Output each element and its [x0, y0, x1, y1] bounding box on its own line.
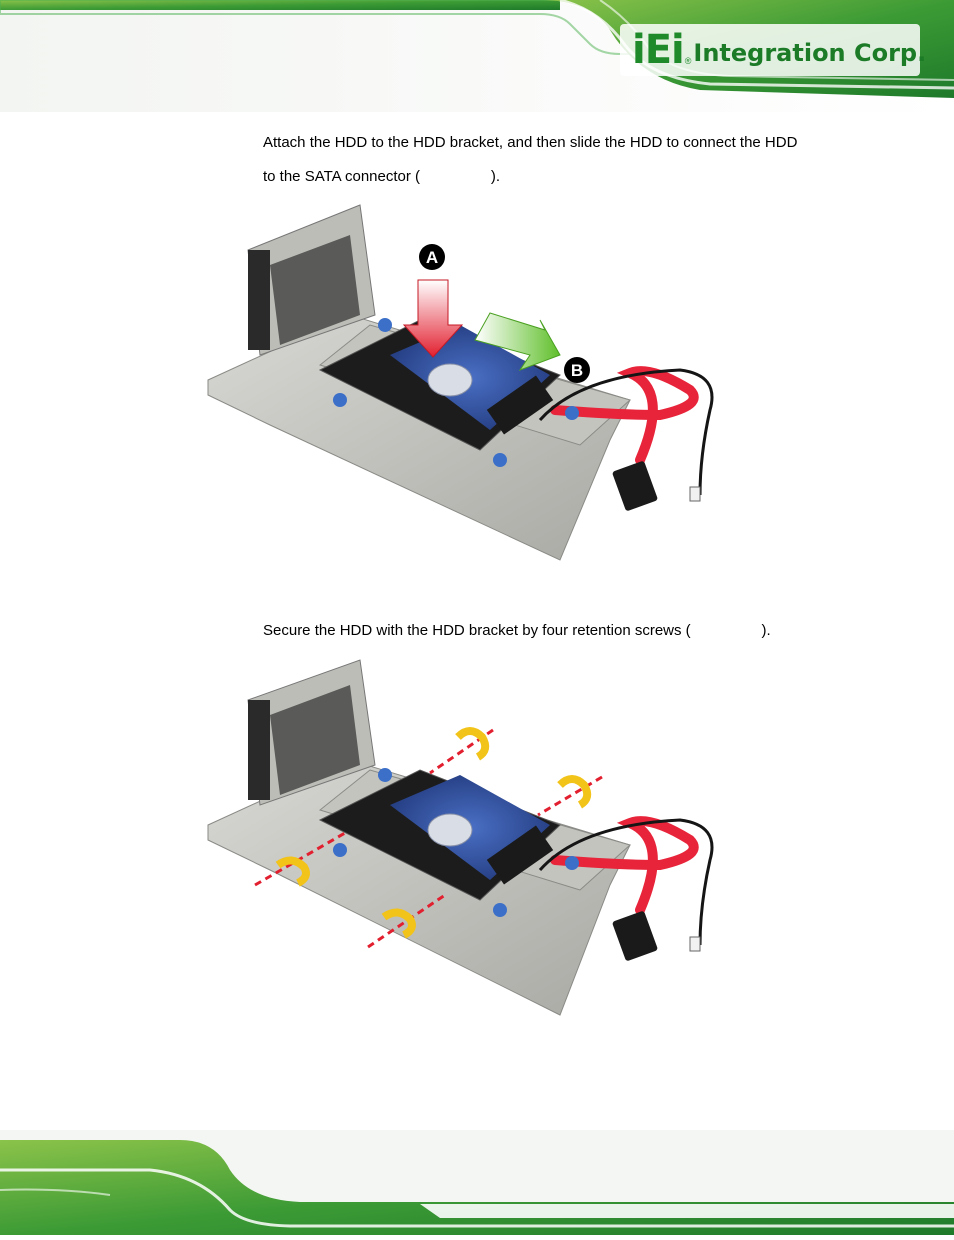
page-footer — [0, 1130, 954, 1235]
step1-text-line1: Attach the HDD to the HDD bracket, and t… — [263, 134, 798, 151]
header-background — [0, 0, 954, 112]
logo-text: Integration Corp. — [693, 39, 927, 67]
label-b: B — [571, 361, 583, 380]
step1-text-line2: to the SATA connector ( ). — [263, 168, 501, 185]
logo-mark: iEi — [632, 27, 685, 73]
page-header: iEi ® Integration Corp. — [0, 0, 954, 112]
footer-background — [0, 1130, 954, 1235]
label-a: A — [426, 248, 438, 267]
hdd-screws-illustration — [207, 659, 714, 1016]
hdd-slide-figure: A B — [200, 195, 740, 570]
step2-text: Secure the HDD with the HDD bracket by f… — [263, 622, 771, 639]
hdd-screws-figure — [200, 655, 740, 1025]
hdd-slide-illustration: A B — [207, 204, 714, 561]
company-logo: iEi ® Integration Corp. — [632, 28, 926, 72]
logo-registered: ® — [684, 56, 692, 66]
